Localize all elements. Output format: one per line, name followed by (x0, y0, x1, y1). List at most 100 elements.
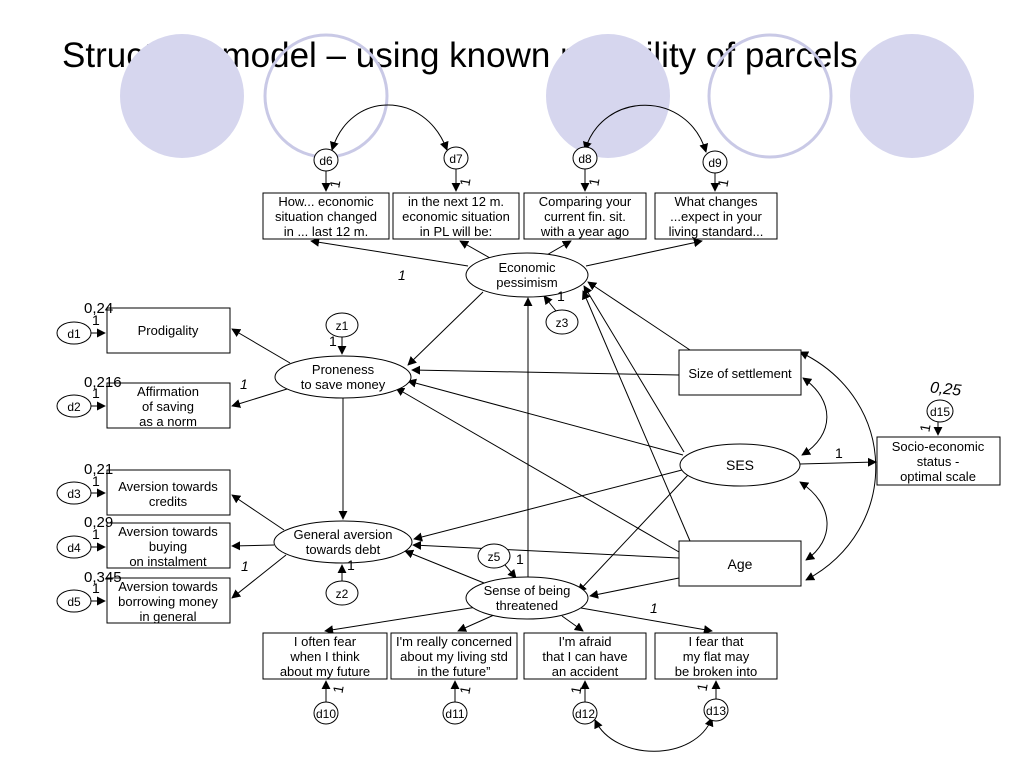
latent-general-aversion (273, 520, 413, 564)
path-ses-proneness (407, 378, 684, 456)
box-aversion-borrowing (106, 577, 231, 624)
path-econ-comparing (544, 240, 572, 257)
label-size-settlement: Size of settlement (688, 366, 792, 381)
error-d1 (56, 321, 92, 345)
error-d3 (56, 481, 92, 505)
box-afraid-accident (523, 632, 647, 680)
variance-d15: 0,25 (929, 379, 962, 399)
error-label-d3: d3 (67, 487, 81, 501)
variance-d1: 0,24 (84, 300, 113, 317)
decor-ring-circle-2 (707, 33, 833, 159)
error-label-d4: d4 (67, 541, 81, 555)
error-label-z3: z3 (556, 316, 569, 330)
variance-d3: 0,21 (84, 461, 113, 478)
error-d13 (703, 698, 729, 722)
box-how-econ (262, 192, 390, 240)
covariance-size-ses (801, 377, 828, 456)
error-label-z5: z5 (488, 550, 501, 564)
latent-proneness (274, 355, 412, 399)
weight-label-proneness-affirm: 1 (240, 376, 248, 392)
latent-econ-pessimism (465, 252, 589, 298)
weight-label-d8: 1 (585, 176, 602, 187)
path-size-proneness (411, 365, 680, 376)
error-label-z2: z2 (336, 587, 349, 601)
decorative-circles (120, 33, 974, 159)
covariance-d6-d7 (330, 104, 449, 151)
weight-label-d4: 1 (92, 526, 100, 542)
box-comparing (523, 192, 647, 240)
error-d5 (56, 589, 92, 613)
path-threat-flat (580, 607, 713, 635)
error-label-d6: d6 (319, 154, 333, 168)
error-d4 (56, 535, 92, 559)
error-d2 (56, 394, 92, 418)
weight-label-econ-how: 1 (398, 267, 406, 283)
error-label-d5: d5 (67, 595, 81, 609)
path-ses-aversion (413, 469, 683, 542)
box-what-changes (654, 192, 778, 240)
path-age-proneness (395, 387, 680, 553)
error-label-d8: d8 (578, 152, 592, 166)
weight-label-d15: 1 (916, 422, 933, 433)
label-age: Age (728, 556, 753, 572)
error-label-d7: d7 (449, 152, 463, 166)
path-ses-scale (799, 457, 877, 467)
error-label-d13: d13 (706, 704, 726, 718)
error-label-d10: d10 (316, 707, 336, 721)
error-d7 (443, 146, 469, 170)
decor-filled-circle-3 (850, 34, 974, 158)
path-threat-concerned (457, 614, 495, 632)
error-z3 (545, 309, 579, 335)
weight-label-d11: 1 (456, 685, 473, 696)
decor-filled-circle-2 (546, 34, 670, 158)
box-aversion-credits (106, 469, 231, 516)
error-label-d12: d12 (575, 707, 595, 721)
box-concerned (390, 632, 518, 680)
variance-d5: 0,345 (84, 569, 122, 586)
path-z5-threat (504, 564, 517, 579)
error-d12 (572, 701, 598, 725)
path-size-econ (587, 281, 691, 351)
weight-label-d13: 1 (694, 682, 711, 693)
weight-label-d12: 1 (567, 685, 584, 696)
covariance-d8-d9 (583, 104, 709, 153)
box-ses-scale (876, 436, 1001, 486)
covariance-size-age (799, 351, 877, 581)
box-next-12 (392, 192, 520, 240)
path-z3-econ (543, 295, 557, 312)
weight-label-z1: 1 (329, 333, 337, 349)
path-econ-changes (585, 238, 703, 267)
error-label-z1: z1 (336, 319, 349, 333)
weight-label-z3: 1 (557, 288, 565, 304)
weight-label-d3: 1 (92, 473, 100, 489)
error-d6 (313, 148, 339, 172)
error-d10 (313, 701, 339, 725)
weight-label-threat-flat: 1 (650, 600, 658, 616)
box-fear-flat (654, 632, 778, 680)
decor-ring-circle-1 (263, 33, 389, 159)
path-threat-aversion (404, 549, 485, 584)
decor-filled-circle-1 (120, 34, 244, 158)
box-age (678, 540, 802, 587)
variance-d4: 0,29 (84, 514, 113, 531)
box-fear-future (262, 632, 388, 680)
path-aversion-buying (231, 541, 275, 551)
path-aversion-credits (231, 494, 285, 531)
path-age-econ (582, 290, 691, 542)
covariance-ses-age (799, 481, 828, 561)
weight-label-ses-scale: 1 (835, 445, 843, 461)
variance-d2: 0,216 (84, 374, 122, 391)
weight-label-d6: 1 (326, 178, 343, 189)
path-proneness-prodigality (231, 328, 291, 364)
